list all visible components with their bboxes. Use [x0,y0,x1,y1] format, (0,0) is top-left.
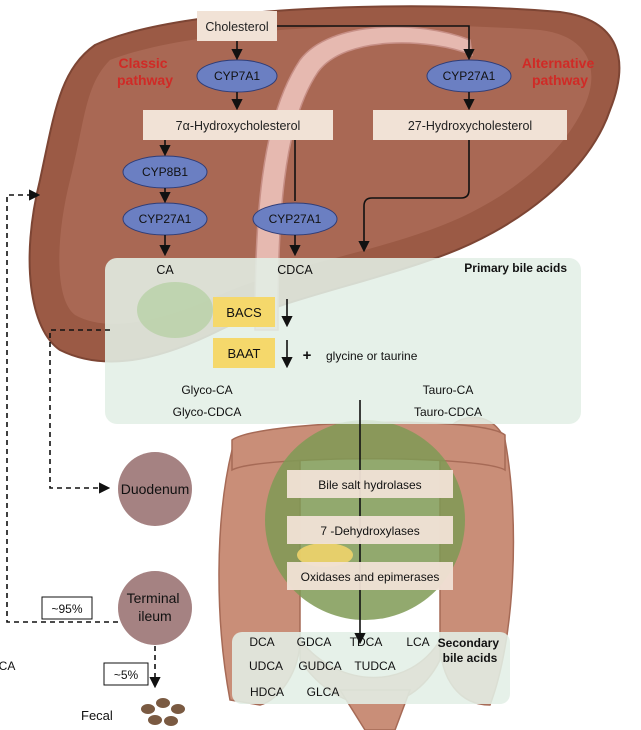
terminal-ileum-line1: Terminal [127,590,180,606]
dehydroxylases-box [287,516,453,544]
oxidases-epimerases-label: Oxidases and epimerases [301,570,440,584]
secondary-title-line1: Secondary [438,636,500,650]
baat-box [213,338,275,368]
secondary-acid-glca: GLCA [307,685,340,699]
tauro-cdca-label: Tauro-CDCA [414,405,482,419]
secondary-acid-hdca: HDCA [250,685,284,699]
enzyme-cyp27a1-ca-label: CYP27A1 [139,212,192,226]
secondary-acid-udca: UDCA [249,659,283,673]
terminal-ileum-label: Terminal ileum [127,590,184,624]
secondary-acid-gdca: GDCA [297,635,332,649]
primary-bile-acids-title: Primary bile acids [464,261,567,275]
hydroxycholesterol-27-box [373,110,567,140]
cdca-label: CDCA [277,263,313,277]
cholesterol-label: Cholesterol [205,20,268,34]
enzyme-cyp8b1-label: CYP8B1 [142,165,188,179]
bacs-box [213,297,275,327]
fecal-label: Fecal [81,708,113,723]
conjugate-label: glycine or taurine [326,349,418,363]
ca-label: CA [156,263,174,277]
hydroxycholesterol-7a-label: 7α-Hydroxycholesterol [176,119,301,133]
secondary-title: Secondary bile acids [438,636,503,665]
alternative-pathway-line1: Alternative [522,55,595,71]
plus-sign: + [303,347,312,364]
classic-pathway-label: Classic pathway [117,55,173,88]
liver-highlight [59,25,592,324]
gallbladder [137,282,213,338]
secondary-acid-lca: LCA [406,635,429,649]
secondary-acid-list: DCA GDCA TDCA LCA UDCA GUDCA TUDCA TLCA HDCA GLCA [0,635,430,699]
dashed-arrow-liver-duodenum [49,329,111,494]
secondary-acid-gudca: GUDCA [298,659,341,673]
bile-salt-hydrolases-box [287,470,453,498]
oxidases-epimerases-box [287,562,453,590]
classic-pathway-line1: Classic [119,55,168,71]
glyco-ca-label: Glyco-CA [181,383,232,397]
secondary-title-line2: bile acids [443,651,498,665]
duodenum-circle [118,452,192,526]
secondary-acid-tudca: TUDCA [354,659,395,673]
enzyme-cyp27a1-alt-label: CYP27A1 [443,69,496,83]
reabsorbed-percent-label: ~95% [51,602,82,616]
enzyme-cyp27a1-cdca-label: CYP27A1 [269,212,322,226]
secondary-bile-acids-panel [232,632,510,704]
secondary-acid-tdca: TDCA [350,635,383,649]
feces-icon [141,698,185,726]
terminal-ileum-line2: ileum [138,608,171,624]
secondary-acid-tlca: TLCA [0,659,15,673]
arrow-chol-alt [277,25,475,61]
glyco-cdca-label: Glyco-CDCA [173,405,242,419]
enzyme-cyp7a1-label: CYP7A1 [214,69,260,83]
classic-pathway-line2: pathway [117,72,173,88]
hydroxycholesterol-27-label: 27-Hydroxycholesterol [408,119,532,133]
reabsorbed-percent-box [41,596,93,620]
alternative-pathway-label: Alternative pathway [522,55,598,88]
bile-salt-hydrolases-label: Bile salt hydrolases [318,478,421,492]
alternative-pathway-line2: pathway [532,72,588,88]
excreted-percent-box [103,662,149,686]
tauro-ca-label: Tauro-CA [423,383,474,397]
hydroxycholesterol-7a-box [143,110,333,140]
excreted-percent-label: ~5% [114,668,139,682]
dashed-arrow-ileum-liver [6,189,118,623]
cholesterol-box [197,11,277,41]
baat-label: BAAT [228,346,261,361]
duodenum-label: Duodenum [121,481,190,497]
terminal-ileum-circle [118,571,192,645]
secondary-acid-dca: DCA [249,635,274,649]
arrow-27hc-primary [358,140,470,253]
bacs-label: BACS [226,305,262,320]
dehydroxylases-label: 7 -Dehydroxylases [320,524,419,538]
